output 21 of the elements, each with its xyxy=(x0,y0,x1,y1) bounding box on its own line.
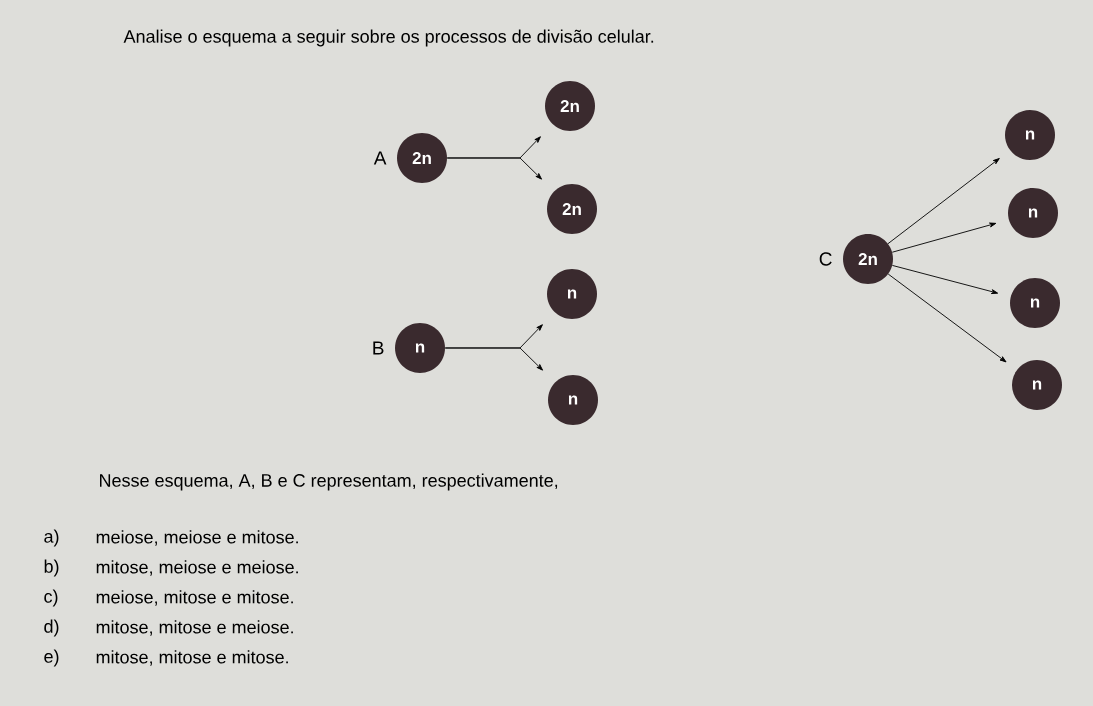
option-text: meiose, mitose e mitose. xyxy=(96,590,293,606)
arrow xyxy=(891,222,997,253)
arrow xyxy=(446,157,543,180)
option-letter: d) xyxy=(44,619,59,637)
arrow xyxy=(891,264,999,295)
question-text: Nesse esquema, A, B e C representam, respectivamente, xyxy=(100,473,558,491)
option-text: mitose, mitose e meiose. xyxy=(96,620,293,636)
arrow xyxy=(887,158,1000,245)
question-text: Analise o esquema a seguir sobre os processos de divisão celular. xyxy=(123,29,654,47)
option-text: mitose, mitose e mitose. xyxy=(96,650,288,666)
option-text: mitose, meiose e meiose. xyxy=(96,560,298,576)
cell-letter: B xyxy=(373,341,384,355)
option-letter: a) xyxy=(44,529,59,547)
arrow xyxy=(887,273,1007,363)
option-letter: c) xyxy=(44,589,58,607)
arrow xyxy=(444,347,544,371)
option-text: meiose, meiose e mitose. xyxy=(96,530,298,546)
option-letter: b) xyxy=(44,559,59,577)
cell-letter: C xyxy=(819,252,832,266)
cell-letter: A xyxy=(373,151,387,165)
option-letter: e) xyxy=(44,649,59,667)
